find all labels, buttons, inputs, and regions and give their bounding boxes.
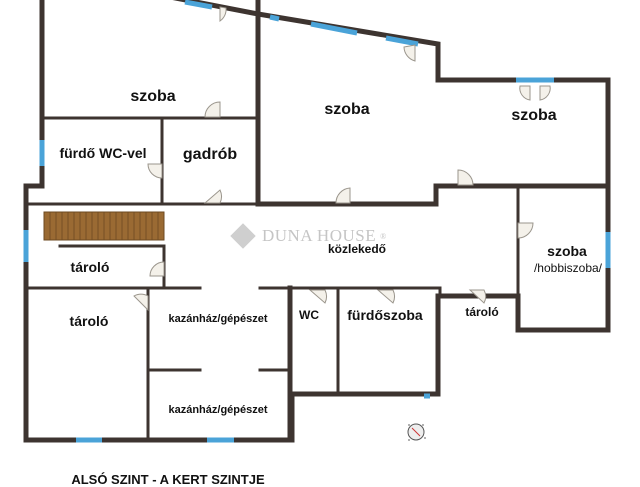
room-label-furdo-wc: fürdő WC-vel (59, 145, 147, 161)
watermark-logo: DUNA HOUSE® (230, 223, 387, 249)
room-label-szoba-nw: szoba (130, 88, 176, 105)
interior-walls (24, 11, 611, 443)
doors (133, 6, 551, 312)
windows (23, 0, 611, 443)
room-label-szoba-ne: szoba (511, 107, 557, 124)
registered-mark: ® (380, 231, 387, 241)
room-sublabel-hobbiszoba: /hobbiszoba/ (533, 261, 603, 275)
room-label-szoba-center: szoba (324, 101, 370, 118)
duna-house-logo-icon (230, 223, 256, 249)
room-label-tarolo-stairs: tároló (70, 259, 110, 275)
room-label-szoba-hobbi: szoba (547, 243, 587, 259)
watermark-text: DUNA HOUSE (262, 226, 377, 245)
room-label-tarolo-e: tároló (465, 305, 499, 319)
room-label-wc: WC (299, 308, 319, 322)
compass-icon (407, 423, 426, 441)
room-label-kozlekedo: közlekedő (327, 242, 387, 256)
room-label-kazanhaz-2: kazánház/gépészet (168, 404, 268, 416)
room-label-furdoszoba: fürdőszoba (347, 307, 423, 323)
room-label-gadrob: gadrób (182, 146, 238, 163)
room-label-kazanhaz-1: kazánház/gépészet (168, 313, 268, 325)
room-label-tarolo-sw: tároló (69, 313, 109, 329)
staircase (43, 211, 165, 241)
